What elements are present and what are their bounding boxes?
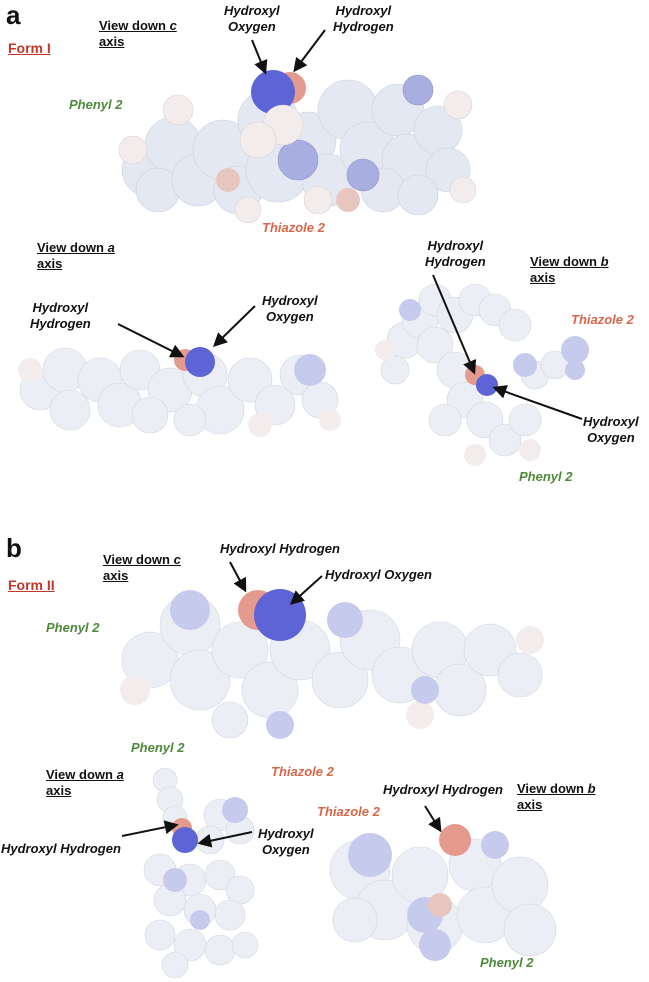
panel-a-c-thiazole-label: Thiazole 2 — [262, 220, 325, 235]
panel-b-b-phenyl-label: Phenyl 2 — [480, 955, 534, 970]
panel-b-a-hydroxyl-oxygen-label: Hydroxyl Oxygen — [258, 826, 314, 857]
panel-a-b-thiazole-label: Thiazole 2 — [571, 312, 634, 327]
arrow-b-a-hydrogen — [121, 820, 179, 837]
panel-b-c-hydroxyl-oxygen-label: Hydroxyl Oxygen — [325, 567, 432, 582]
panel-b-b-hydroxyl-hydrogen-label: Hydroxyl Hydrogen — [383, 782, 503, 797]
panel-a-view-a-label: View down a axis — [37, 240, 115, 271]
arrow-a-a-hydrogen — [117, 323, 185, 358]
panel-a-b-hydroxyl-oxygen-label: Hydroxyl Oxygen — [583, 414, 639, 445]
panel-a-letter: a — [6, 0, 21, 30]
panel-b-form-label: Form II — [8, 577, 55, 593]
panel-b-b-hydrogen-atom — [439, 824, 471, 856]
panel-a-a-oxygen-atom — [185, 347, 215, 377]
panel-a-b-hydroxyl-hydrogen-label: Hydroxyl Hydrogen — [425, 238, 486, 269]
panel-b-a-phenyl-label: Phenyl 2 — [131, 740, 185, 755]
panel-b-view-b-label: View down b axis — [517, 781, 596, 812]
panel-a-a-hydroxyl-hydrogen-label: Hydroxyl Hydrogen — [30, 300, 91, 331]
arrow-b-a-oxygen — [197, 831, 253, 848]
panel-a-c-hydroxyl-oxygen-label: Hydroxyl Oxygen — [224, 3, 280, 34]
panel-b-view-b-molecule — [329, 824, 557, 961]
arrow-b-c-hydrogen — [229, 561, 247, 593]
arrow-a-a-oxygen — [212, 305, 256, 347]
panel-a-view-b-molecule — [375, 283, 589, 466]
panel-a-view-c-molecule — [118, 70, 477, 224]
panel-a-view-c-label: View down c axis — [99, 18, 177, 49]
panel-a-c-hydroxyl-hydrogen-label: Hydroxyl Hydrogen — [333, 3, 394, 34]
panel-b-a-hydroxyl-hydrogen-label: Hydroxyl Hydrogen — [1, 841, 121, 856]
arrow-b-c-oxygen — [289, 575, 323, 605]
panel-a-view-a-molecule — [18, 347, 341, 437]
panel-b-view-c-label: View down c axis — [103, 552, 181, 583]
panel-a-c-oxygen-atom — [251, 70, 295, 114]
panel-a-a-hydroxyl-oxygen-label: Hydroxyl Oxygen — [262, 293, 318, 324]
arrow-b-b-hydrogen — [424, 805, 442, 833]
panel-b-view-c-molecule — [120, 589, 544, 739]
arrow-a-c-hydrogen — [293, 29, 326, 73]
panel-a-c-phenyl-label: Phenyl 2 — [69, 97, 123, 112]
arrow-a-c-oxygen — [251, 39, 268, 75]
panel-b-a-thiazole-label: Thiazole 2 — [271, 764, 334, 779]
arrow-a-b-oxygen — [492, 385, 583, 420]
panel-b-b-thiazole-label: Thiazole 2 — [317, 804, 380, 819]
panel-b-view-a-label: View down a axis — [46, 767, 124, 798]
panel-a-view-b-label: View down b axis — [530, 254, 609, 285]
arrow-a-b-hydrogen — [432, 274, 477, 375]
panel-b-c-hydroxyl-hydrogen-label: Hydroxyl Hydrogen — [220, 541, 340, 556]
panel-b-c-phenyl-label: Phenyl 2 — [46, 620, 100, 635]
panel-a-b-phenyl-label: Phenyl 2 — [519, 469, 573, 484]
panel-b-letter: b — [6, 533, 22, 563]
panel-a-form-label: Form I — [8, 40, 51, 56]
